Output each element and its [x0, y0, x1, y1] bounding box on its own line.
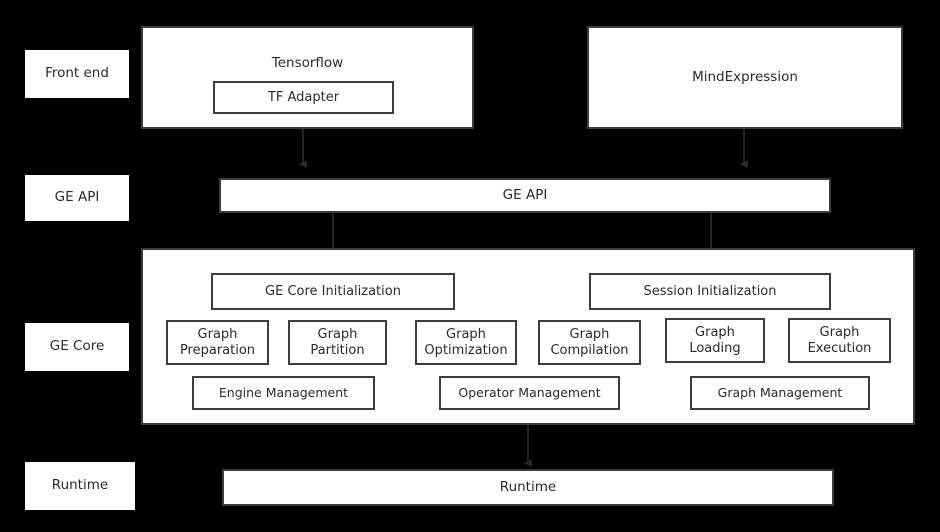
graph-execution-node[interactable]: Graph Execution	[788, 318, 891, 363]
runtime-bar-label: Runtime	[499, 478, 557, 495]
session-initialization-node[interactable]: Session Initialization	[589, 273, 831, 310]
tf-adapter-node[interactable]: TF Adapter	[213, 81, 394, 114]
graph-partition-node[interactable]: Graph Partition	[288, 320, 387, 365]
graph-optimization-label: Graph Optimization	[424, 327, 508, 358]
mindexpression-frame: MindExpression	[587, 26, 903, 129]
session-initialization-label: Session Initialization	[643, 283, 777, 299]
tensorflow-title: Tensorflow	[271, 55, 344, 71]
graph-execution-label: Graph Execution	[807, 325, 872, 356]
graph-preparation-label: Graph Preparation	[179, 327, 256, 358]
layer-label-ge-api: GE API	[25, 175, 129, 221]
layer-label-ge-api-text: GE API	[54, 189, 100, 206]
tf-adapter-label: TF Adapter	[267, 89, 340, 105]
layer-label-front-end: Front end	[25, 50, 129, 98]
ge-core-initialization-node[interactable]: GE Core Initialization	[211, 273, 455, 310]
graph-management-node[interactable]: Graph Management	[690, 376, 870, 410]
layer-label-runtime: Runtime	[25, 462, 135, 510]
graph-loading-node[interactable]: Graph Loading	[665, 318, 765, 363]
layer-label-runtime-text: Runtime	[51, 477, 109, 494]
graph-loading-label: Graph Loading	[689, 325, 741, 356]
graph-optimization-node[interactable]: Graph Optimization	[415, 320, 517, 365]
graph-compilation-label: Graph Compilation	[550, 327, 629, 358]
ge-core-initialization-label: GE Core Initialization	[265, 283, 401, 299]
mindexpression-title: MindExpression	[692, 68, 798, 85]
graph-management-label: Graph Management	[717, 384, 843, 400]
ge-api-bar-label: GE API	[502, 186, 548, 203]
graph-partition-label: Graph Partition	[310, 327, 365, 358]
ge-api-bar[interactable]: GE API	[219, 178, 831, 213]
operator-management-node[interactable]: Operator Management	[439, 376, 620, 410]
runtime-bar[interactable]: Runtime	[222, 469, 834, 506]
layer-label-ge-core-text: GE Core	[49, 338, 105, 355]
graph-preparation-node[interactable]: Graph Preparation	[166, 320, 269, 365]
graph-compilation-node[interactable]: Graph Compilation	[538, 320, 641, 365]
engine-management-label: Engine Management	[218, 384, 349, 400]
engine-management-node[interactable]: Engine Management	[192, 376, 375, 410]
layer-label-ge-core: GE Core	[25, 323, 129, 371]
layer-label-front-end-text: Front end	[45, 65, 109, 82]
operator-management-label: Operator Management	[458, 384, 601, 400]
